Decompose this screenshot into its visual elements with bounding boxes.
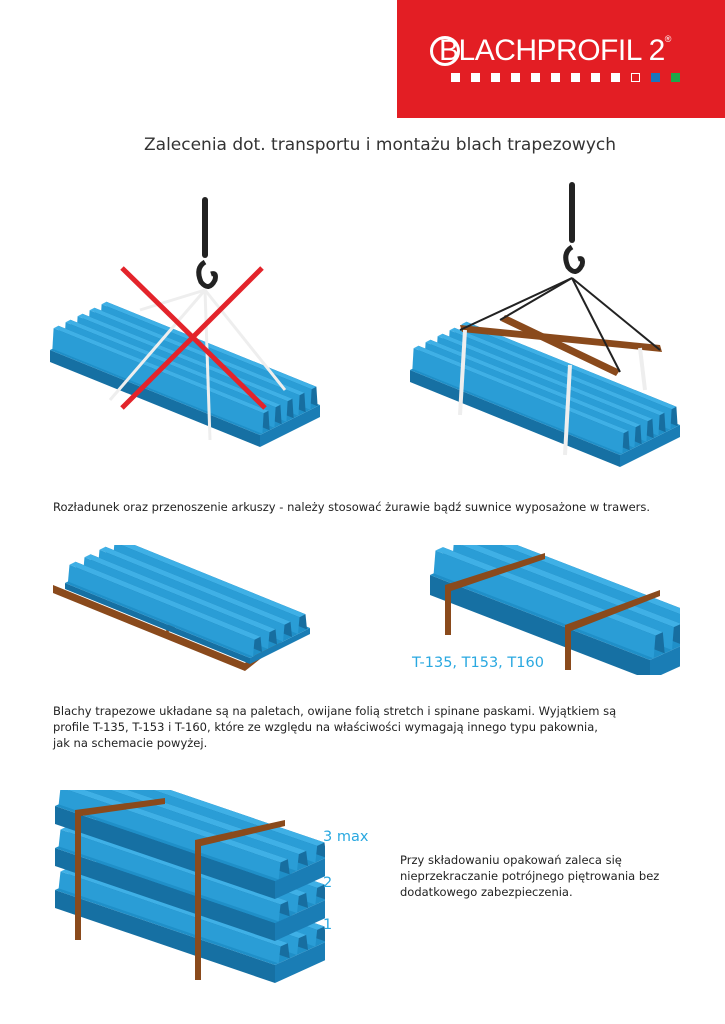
hook-icon xyxy=(196,259,218,289)
sheet-rib-top xyxy=(437,333,653,422)
profile-label: T-135, T153, T160 xyxy=(412,655,544,671)
logo-ring xyxy=(430,36,460,66)
sheet-rib-face xyxy=(58,871,281,964)
sheet-edge xyxy=(620,425,680,467)
sheet-rib-top xyxy=(60,868,288,947)
sheet-edge xyxy=(50,350,260,447)
illustration-frame-packing xyxy=(430,545,680,675)
sheet-edge xyxy=(55,848,275,941)
logo-squares xyxy=(451,73,680,82)
sheet-rib-top xyxy=(99,546,291,625)
sheet-rib-top xyxy=(84,554,276,633)
traverse-beam xyxy=(501,315,620,376)
illustration-crane-without-traverse xyxy=(50,197,320,447)
sheet-edge xyxy=(55,890,275,983)
sling xyxy=(638,347,647,391)
sheet-rib-face xyxy=(58,829,281,922)
sling xyxy=(203,289,212,441)
sling xyxy=(571,277,621,373)
hook-icon xyxy=(563,244,585,274)
sheet-rib-face xyxy=(58,790,281,880)
brand-logo-banner: BLACHPROFIL 2® xyxy=(397,0,725,118)
frame-beam xyxy=(565,590,660,670)
sheet-rib-top xyxy=(65,319,281,408)
sling xyxy=(458,329,467,416)
sheet-edge xyxy=(275,900,325,941)
sheet-rib-top xyxy=(69,561,261,640)
illustration-crane-with-traverse xyxy=(410,182,680,467)
sheet-edge xyxy=(55,806,275,899)
sling xyxy=(108,289,207,401)
illustration-pallet xyxy=(53,545,310,671)
sling xyxy=(459,277,573,331)
sheet-rib-top xyxy=(110,790,307,855)
sheet-edge xyxy=(275,858,325,899)
registered-mark: ® xyxy=(664,34,672,44)
frame-beam xyxy=(75,798,165,940)
sheet-edge xyxy=(250,628,310,664)
brand-logo: BLACHPROFIL 2® xyxy=(439,34,671,68)
stack-label-1: 1 xyxy=(323,917,333,933)
sling xyxy=(499,277,573,321)
caption-unloading: Rozładunek oraz przenoszenie arkuszy - n… xyxy=(53,500,651,514)
sheet-rib-top xyxy=(153,790,325,846)
sheet-edge xyxy=(430,575,650,675)
sling xyxy=(563,364,572,456)
traverse-beam xyxy=(460,325,662,352)
illustration-stacked-packages xyxy=(55,790,325,983)
sheet-rib-top xyxy=(425,339,641,428)
caption-storage: Przy składowaniu opakowań zaleca się nie… xyxy=(400,853,660,899)
caption-packing: Blachy trapezowe układane są na paletach… xyxy=(53,704,617,750)
sheet-edge xyxy=(650,646,680,675)
sheet-rib-top xyxy=(449,327,665,416)
sheet-edge xyxy=(275,942,325,983)
page-title: Zalecenia dot. transportu i montażu blac… xyxy=(144,135,616,155)
sheet-rib-face xyxy=(412,348,624,454)
sheet-rib-face xyxy=(68,564,255,657)
brand-name: BLACHPROFIL 2 xyxy=(439,34,665,67)
sling xyxy=(571,277,661,351)
stack-label-3: 3 max xyxy=(323,829,369,845)
sheet-rib-top xyxy=(413,345,629,434)
sheet-edge xyxy=(65,583,250,664)
sheet-rib-top xyxy=(101,301,317,390)
sheet-rib-top xyxy=(121,545,306,618)
sling xyxy=(139,288,206,312)
sheet-rib-top xyxy=(60,826,288,905)
cross-mark xyxy=(120,266,264,410)
sheet-rib-face xyxy=(52,328,264,434)
stack-label-2: 2 xyxy=(323,875,333,891)
sheet-rib-top xyxy=(89,307,305,396)
frame-beam xyxy=(445,553,545,635)
sheet-edge xyxy=(260,405,320,447)
pallet-beam xyxy=(53,585,245,671)
sling xyxy=(203,289,287,391)
